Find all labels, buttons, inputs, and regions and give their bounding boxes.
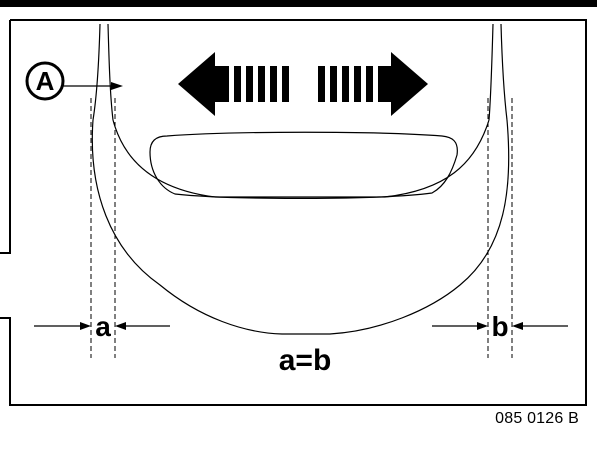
car-rear-window	[149, 131, 458, 199]
car-body-contour	[112, 119, 490, 198]
callout-a: A	[25, 61, 123, 101]
figure-code: 085 0126 B	[495, 410, 579, 427]
left-right-adjust-arrow-icon	[178, 52, 428, 116]
gap-b-label: b	[491, 311, 508, 342]
callout-circle	[25, 61, 65, 101]
callout-letter: A	[36, 66, 55, 96]
right-pillar-outer-edge	[488, 23, 494, 121]
left-pillar-outer-edge	[92, 23, 101, 121]
equality-label: a=b	[279, 344, 332, 377]
left-pillar-inner-edge	[107, 23, 114, 121]
gap-a-label: a	[95, 311, 111, 342]
gap-b-arrows	[432, 322, 568, 330]
car-body-outline	[91, 119, 510, 335]
gap-a-arrows	[34, 322, 170, 330]
diagram-frame	[0, 19, 587, 406]
top-rule	[0, 0, 597, 7]
callout-leader-arrowhead	[111, 82, 123, 90]
right-pillar-inner-edge	[500, 23, 508, 121]
